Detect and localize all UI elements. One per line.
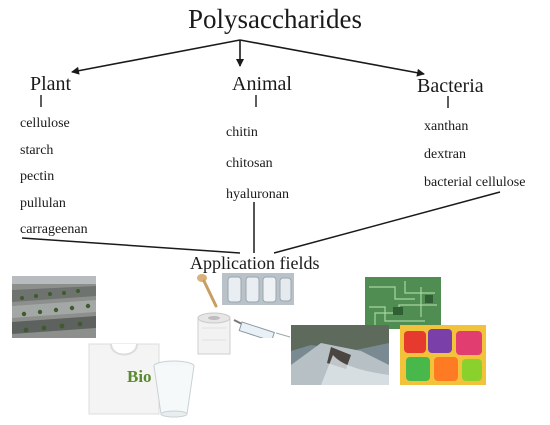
bacteria-item: bacterial cellulose [424,175,526,190]
bacteria-item: xanthan [424,119,469,134]
plant-item: carrageenan [20,222,88,237]
jelly-cubes-photo [400,325,486,385]
bandage-roll-photo [196,312,232,358]
bio-bag-label: Bio [127,367,152,386]
application-fields-label: Application fields [190,253,320,273]
bacteria-list: xanthan dextran bacterial cellulose [424,113,525,197]
arrow-to-bacteria [239,39,425,77]
circuit-board-photo [365,277,441,329]
farm-mulch-film-photo [12,276,96,338]
wastewater-outflow-photo [291,325,389,385]
arrow-to-plant [71,39,241,75]
animal-item: hyaluronan [226,187,289,202]
group-bacteria-heading: Bacteria [417,75,484,97]
dessert-spoon-photo [196,272,220,308]
syringe-photo [232,316,292,338]
plant-item: starch [20,142,54,158]
bio-bag-photo [85,340,163,418]
bacteria-to-application [273,191,501,254]
plant-item: pullulan [20,195,66,211]
diagram-title: Polysaccharides [188,4,362,34]
bacteria-item: dextran [424,147,466,162]
plant-list: cellulose starch pectin pullulan carrage… [20,111,88,244]
plant-to-application [21,237,241,254]
group-animal-heading: Animal [232,73,292,95]
animal-item: chitosan [226,156,273,171]
hydrogel-strips-photo [222,273,294,305]
animal-list: chitin chitosan hyaluronan [226,117,289,210]
plant-item: cellulose [20,116,70,131]
group-plant-heading: Plant [30,73,72,95]
plant-item: pectin [20,169,55,184]
animal-item: chitin [226,125,258,140]
plastic-cup-photo [152,360,196,418]
